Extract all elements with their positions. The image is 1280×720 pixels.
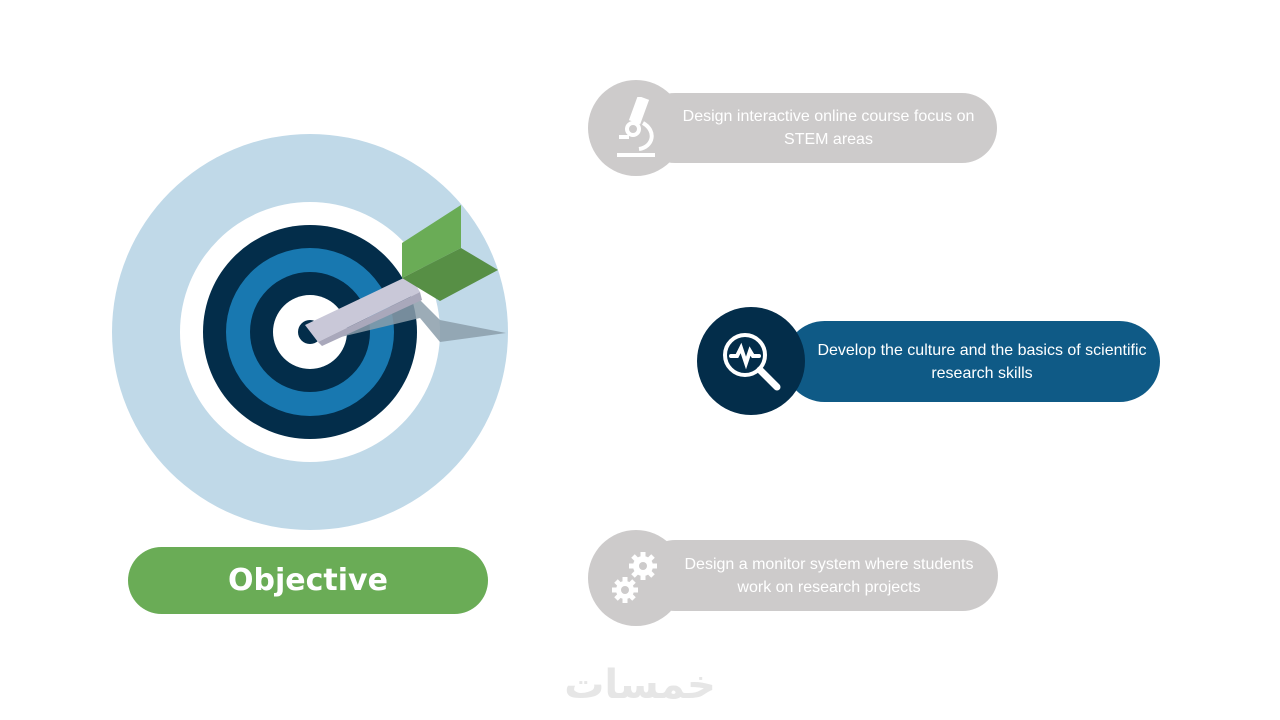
gears-icon [612, 552, 657, 603]
item-3-text: Design a monitor system where students w… [684, 555, 974, 596]
objective-label: Objective [128, 547, 488, 614]
item-1-text: Design interactive online course focus o… [682, 108, 975, 148]
item-1-icon-circle [588, 80, 684, 176]
watermark-logo: خمسات [564, 662, 716, 708]
item-1-pill: Design interactive online course focus o… [640, 93, 997, 163]
target-illustration [112, 134, 508, 530]
item-2-pill: Develop the culture and the basics of sc… [784, 321, 1160, 402]
item-2-icon-circle [697, 307, 805, 415]
item-3-icon-circle [588, 530, 684, 626]
magnifier-pulse-icon [723, 333, 781, 391]
item-3-pill: Design a monitor system where students w… [640, 540, 998, 611]
microscope-icon [617, 97, 655, 157]
item-2-text: Develop the culture and the basics of sc… [817, 341, 1147, 382]
